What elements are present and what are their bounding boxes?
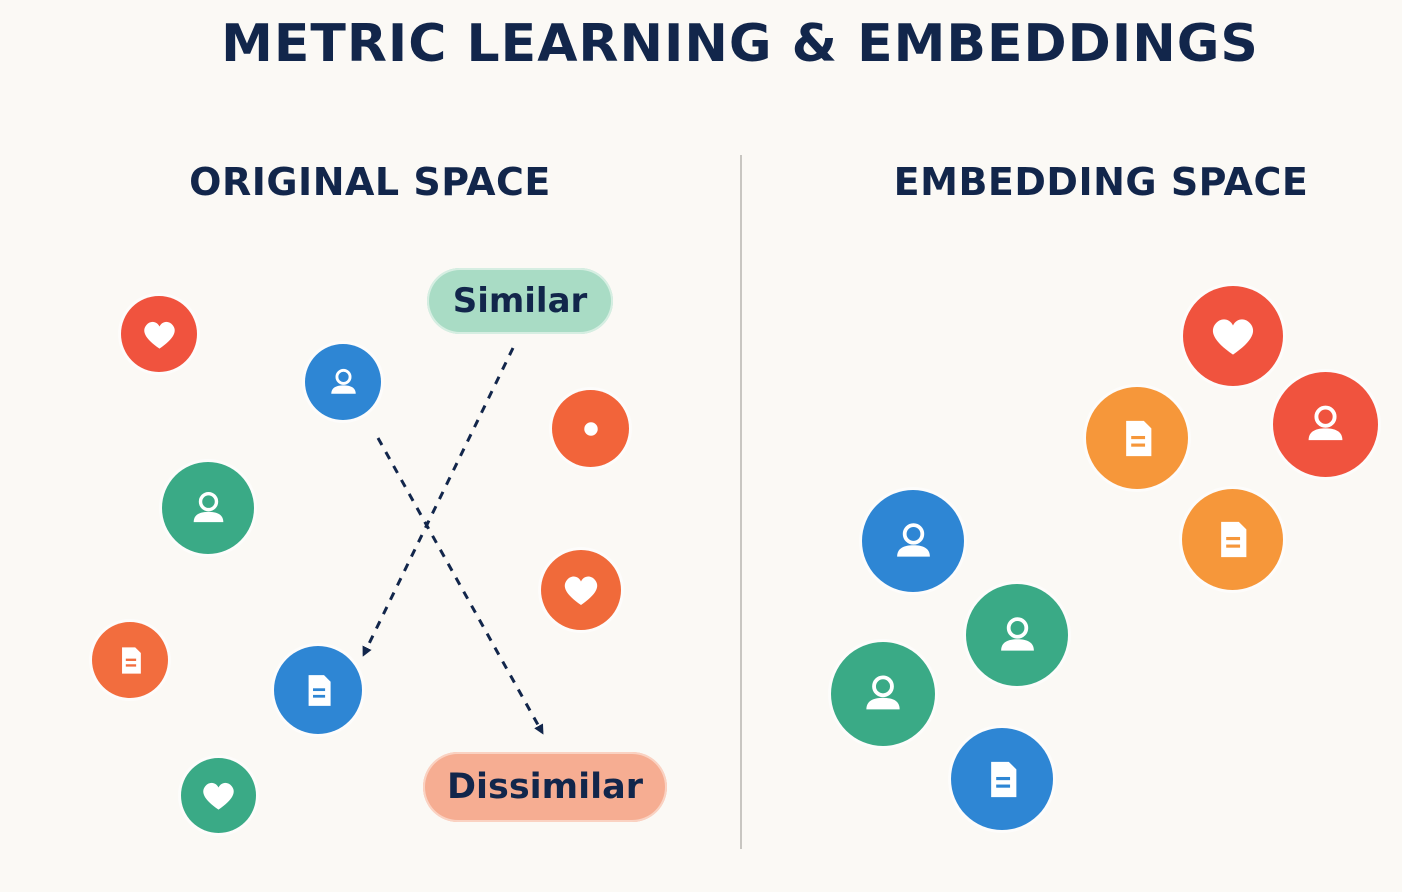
embedding-person-node-green xyxy=(966,584,1068,686)
document-icon xyxy=(1106,407,1169,470)
page-title: METRIC LEARNING & EMBEDDINGS xyxy=(221,14,1259,74)
embedding-person-node-red xyxy=(1273,372,1378,477)
original-heart-node-red xyxy=(121,296,197,372)
person-icon xyxy=(986,604,1049,667)
panel-divider xyxy=(740,155,742,849)
embedding-document-node-orange xyxy=(1086,387,1188,489)
person-icon xyxy=(320,359,367,406)
embedding-heart-node-red xyxy=(1183,286,1283,386)
embedding-person-node-green-2 xyxy=(831,642,935,746)
heart-icon xyxy=(1202,305,1264,367)
similar-arrow xyxy=(362,347,515,657)
embedding-document-node-orange-2 xyxy=(1182,489,1283,590)
heart-icon xyxy=(136,311,183,358)
embedding-space-title: EMBEDDING SPACE xyxy=(893,160,1309,204)
original-document-node-orange xyxy=(92,622,168,698)
person-icon xyxy=(882,510,945,573)
similar-label: Similar xyxy=(427,268,613,334)
heart-icon xyxy=(195,772,242,819)
dissimilar-arrow xyxy=(376,437,544,735)
original-circle-node-orange xyxy=(552,390,629,467)
original-document-node-blue xyxy=(274,646,362,734)
original-heart-node-orange xyxy=(541,550,621,630)
document-icon xyxy=(291,663,346,718)
document-icon xyxy=(107,637,154,684)
person-icon xyxy=(180,480,237,537)
embedding-document-node-blue xyxy=(951,728,1053,830)
dissimilar-label: Dissimilar xyxy=(423,752,667,822)
original-space-title: ORIGINAL SPACE xyxy=(189,160,551,204)
embedding-person-node-blue xyxy=(862,490,964,592)
document-icon xyxy=(1201,508,1264,571)
circle-icon xyxy=(567,405,615,453)
original-heart-node-green xyxy=(181,758,256,833)
original-person-node-blue xyxy=(305,344,381,420)
person-icon xyxy=(851,662,915,726)
document-icon xyxy=(971,748,1034,811)
person-icon xyxy=(1293,392,1358,457)
heart-icon xyxy=(556,565,606,615)
original-person-node-green xyxy=(162,462,254,554)
